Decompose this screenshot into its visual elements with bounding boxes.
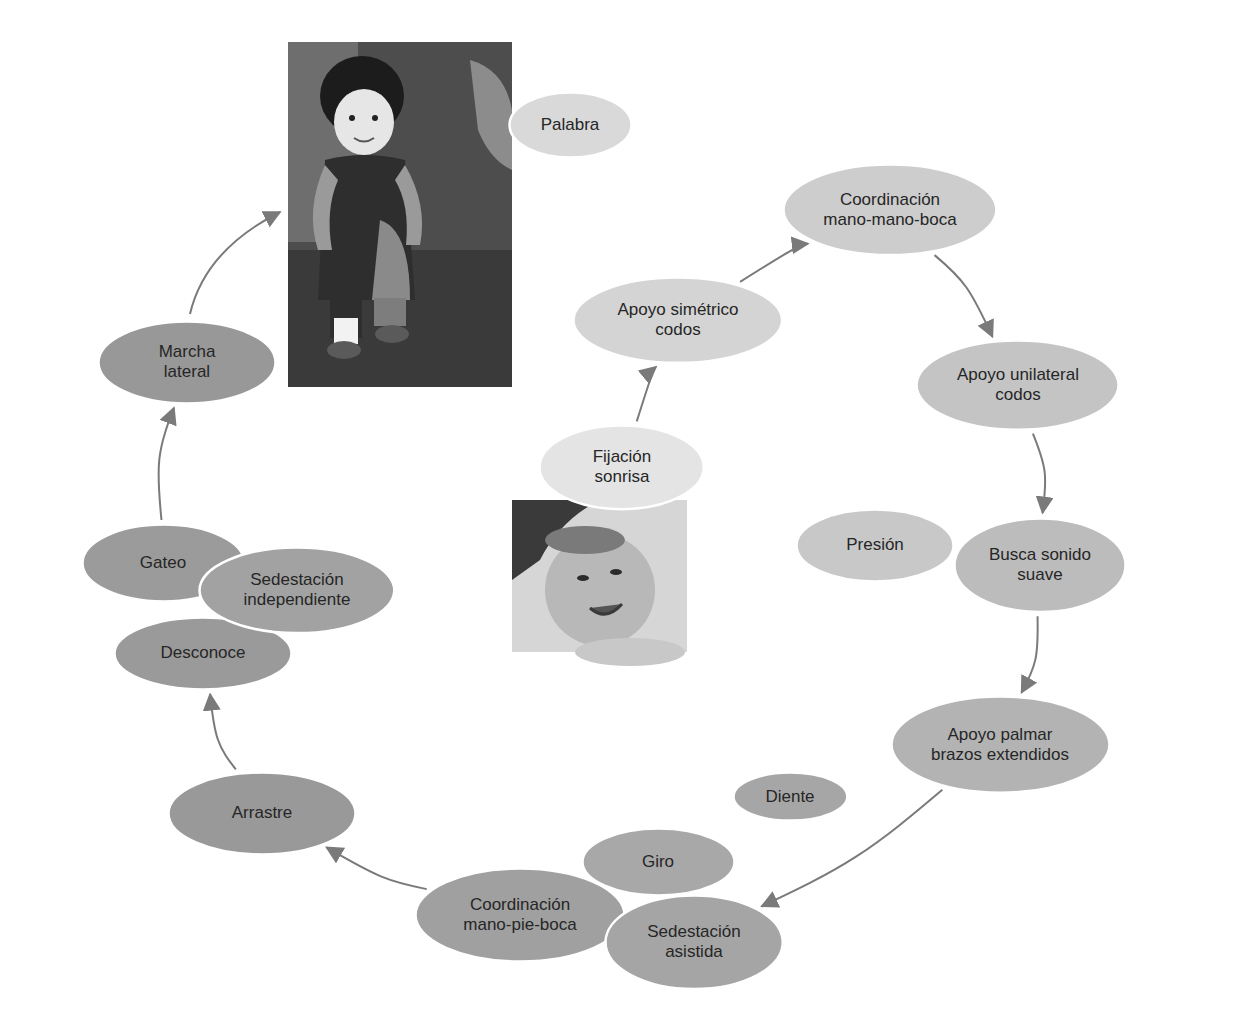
label-box: Apoyo palmar brazos extendidos bbox=[925, 725, 1075, 766]
child-arm bbox=[395, 165, 422, 245]
ellipse-fill bbox=[169, 772, 356, 854]
label-box: Palabra bbox=[541, 115, 600, 135]
child-suit-patch bbox=[372, 220, 410, 300]
arrow-connector bbox=[327, 847, 427, 889]
arrow-connector bbox=[637, 367, 656, 421]
baby-hair bbox=[545, 526, 625, 554]
milestone-ellipse: Apoyo unilateral codos bbox=[915, 339, 1120, 431]
ellipse-fill bbox=[540, 425, 704, 509]
label-box: Diente bbox=[765, 787, 814, 807]
milestone-ellipse: Sedestación independiente bbox=[198, 546, 396, 635]
baby-eye bbox=[610, 569, 622, 575]
ellipse-fill bbox=[797, 509, 954, 581]
label-box: Apoyo simétrico codos bbox=[613, 300, 743, 341]
milestone-ellipse: Apoyo simétrico codos bbox=[572, 276, 784, 364]
child-arm bbox=[313, 165, 338, 250]
toddler-photo bbox=[288, 42, 512, 387]
ellipse-fill bbox=[954, 518, 1125, 611]
label-box: Apoyo unilateral codos bbox=[953, 365, 1083, 406]
label-box: Gateo bbox=[140, 553, 186, 573]
ellipse-fill bbox=[416, 869, 625, 962]
label-box: Fijación sonrisa bbox=[574, 447, 669, 488]
baby-mouth bbox=[590, 604, 622, 614]
milestone-text: Palabra bbox=[541, 115, 600, 135]
milestone-text: Coordinación mano-pie-boca bbox=[453, 895, 588, 936]
milestone-text: Sedestación independiente bbox=[237, 570, 357, 611]
label-box: Busca sonido suave bbox=[985, 545, 1095, 586]
arrow-connector bbox=[935, 255, 993, 336]
label-box: Giro bbox=[642, 852, 674, 872]
milestone-text: Fijación sonrisa bbox=[574, 447, 669, 488]
photo-arrow bbox=[190, 212, 280, 314]
baby-eye bbox=[577, 575, 589, 581]
arrow-connector bbox=[210, 694, 236, 769]
arrow-connector bbox=[1033, 434, 1045, 513]
milestone-text: Apoyo unilateral codos bbox=[953, 365, 1083, 406]
label-box: Presión bbox=[846, 535, 904, 555]
label-box: Sedestación independiente bbox=[237, 570, 357, 611]
ellipse-fill bbox=[891, 697, 1109, 793]
ellipse-fill bbox=[574, 277, 783, 362]
child-eye bbox=[372, 115, 378, 121]
adult-hand bbox=[470, 60, 512, 170]
milestone-ellipse: Apoyo palmar brazos extendidos bbox=[890, 695, 1111, 794]
milestone-ellipse: Fijación sonrisa bbox=[538, 424, 705, 511]
baby-body bbox=[575, 638, 685, 666]
milestone-ellipse: Diente bbox=[732, 771, 849, 822]
milestone-ellipse: Marcha lateral bbox=[97, 320, 277, 405]
milestone-text: Giro bbox=[642, 852, 674, 872]
milestone-text: Arrastre bbox=[232, 803, 292, 823]
label-box: Coordinación mano-mano-boca bbox=[820, 190, 960, 231]
milestone-ellipse: Coordinación mano-mano-boca bbox=[782, 163, 998, 257]
milestone-ellipse: Palabra bbox=[508, 91, 633, 159]
photo-ground bbox=[512, 500, 687, 652]
baby-photo bbox=[512, 500, 687, 666]
milestone-ellipse: Busca sonido suave bbox=[953, 517, 1127, 613]
milestone-ellipse: Presión bbox=[795, 508, 955, 583]
label-box: Desconoce bbox=[160, 643, 245, 663]
milestone-text: Coordinación mano-mano-boca bbox=[820, 190, 960, 231]
milestone-ellipse: Arrastre bbox=[167, 771, 357, 856]
milestone-text: Marcha lateral bbox=[142, 342, 232, 383]
arrow-connector bbox=[158, 408, 173, 520]
milestone-text: Apoyo palmar brazos extendidos bbox=[925, 725, 1075, 766]
milestone-ellipse: Coordinación mano-pie-boca bbox=[414, 867, 626, 963]
ellipse-fill bbox=[733, 773, 847, 821]
child-shoe bbox=[375, 325, 409, 343]
ellipse-fill bbox=[582, 829, 734, 896]
ellipse-fill bbox=[200, 547, 395, 633]
ellipse-fill bbox=[917, 340, 1119, 429]
child-eye bbox=[349, 115, 355, 121]
label-box: Sedestación asistida bbox=[636, 922, 751, 963]
milestone-ellipse: Sedestación asistida bbox=[604, 894, 784, 991]
child-leg bbox=[374, 298, 406, 326]
arrow-connector bbox=[740, 244, 808, 282]
child-sock bbox=[334, 318, 358, 344]
child-shoe bbox=[327, 341, 361, 359]
label-box: Arrastre bbox=[232, 803, 292, 823]
milestone-text: Busca sonido suave bbox=[985, 545, 1095, 586]
photo-ground bbox=[288, 42, 512, 387]
milestone-text: Diente bbox=[765, 787, 814, 807]
arrow-connector bbox=[1022, 616, 1038, 692]
ellipse-fill bbox=[99, 321, 276, 403]
milestone-text: Sedestación asistida bbox=[636, 922, 751, 963]
child-face bbox=[334, 89, 394, 155]
label-box: Coordinación mano-pie-boca bbox=[453, 895, 588, 936]
milestone-text: Presión bbox=[846, 535, 904, 555]
label-box: Marcha lateral bbox=[142, 342, 232, 383]
milestone-text: Gateo bbox=[140, 553, 186, 573]
milestone-text: Desconoce bbox=[160, 643, 245, 663]
milestone-text: Apoyo simétrico codos bbox=[613, 300, 743, 341]
ellipse-fill bbox=[509, 93, 631, 158]
ellipse-fill bbox=[784, 165, 997, 256]
ellipse-fill bbox=[605, 895, 782, 989]
child-mouth bbox=[354, 138, 374, 142]
